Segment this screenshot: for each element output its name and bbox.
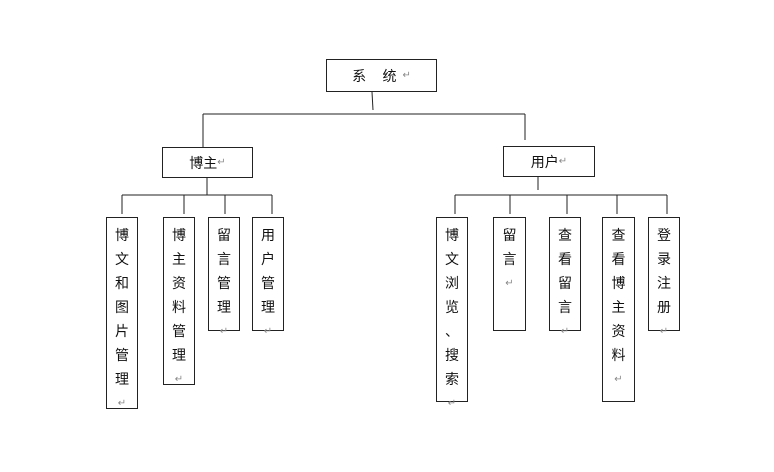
user-management-node: 用 户 管 理 ↵ <box>252 217 284 337</box>
char: 管 <box>217 276 231 292</box>
paragraph-mark-icon: ↵ <box>174 374 184 385</box>
char: 览 <box>445 300 459 316</box>
char: 主 <box>611 300 626 316</box>
char: 博 <box>172 228 186 244</box>
leave-comment-node: 留 言 ↵ <box>493 217 526 331</box>
paragraph-mark-icon: ↵ <box>558 156 568 167</box>
char: 博 <box>611 276 626 292</box>
char: 册 <box>657 300 671 316</box>
char: 索 <box>445 372 459 388</box>
paragraph-mark-icon: ↵ <box>560 326 570 337</box>
system-node: 系 统↵ <box>326 59 437 92</box>
char: 用 <box>261 228 275 244</box>
char: 登 <box>657 228 671 244</box>
char: 管 <box>115 348 129 364</box>
char: 留 <box>558 276 572 292</box>
blogger-label: 博主 <box>189 155 218 172</box>
char: 管 <box>172 324 186 340</box>
char: 查 <box>558 228 572 244</box>
char: 理 <box>261 300 275 316</box>
char: 文 <box>445 252 459 268</box>
paragraph-mark-icon: ↵ <box>614 374 623 385</box>
char: 博 <box>445 228 459 244</box>
char: 图 <box>115 300 129 316</box>
char: 言 <box>217 252 231 268</box>
system-label: 系 统 <box>352 68 403 85</box>
blogger-profile-management-node: 博 主 资 料 管 理 ↵ <box>163 217 195 385</box>
paragraph-mark-icon: ↵ <box>659 326 669 337</box>
char: 留 <box>502 228 517 244</box>
login-register-node: 登 录 注 册 ↵ <box>648 217 680 337</box>
char: 户 <box>261 252 275 268</box>
browse-and-search-posts-node: 博 文 浏 览 、 搜 索 ↵ <box>436 217 468 409</box>
paragraph-mark-icon: ↵ <box>402 70 411 81</box>
char: 理 <box>217 300 231 316</box>
char: 资 <box>172 276 186 292</box>
user-node: 用户↵ <box>503 146 595 177</box>
paragraph-mark-icon: ↵ <box>117 398 127 409</box>
blogger-node: 博主↵ <box>162 147 253 178</box>
char: 主 <box>172 252 186 268</box>
char: 言 <box>558 300 572 316</box>
paragraph-mark-icon: ↵ <box>263 326 273 337</box>
view-blogger-profile-node: 查 看 博 主 资 料 ↵ <box>602 217 635 402</box>
char: 看 <box>558 252 572 268</box>
user-label: 用户 <box>530 154 559 171</box>
char: 看 <box>611 252 626 268</box>
char: 片 <box>115 324 129 340</box>
comment-management-node: 留 言 管 理 ↵ <box>208 217 240 337</box>
post-and-image-management-node: 博 文 和 图 片 管 理 ↵ <box>106 217 138 409</box>
char: 管 <box>261 276 275 292</box>
char: 、 <box>445 324 459 340</box>
char: 料 <box>172 300 186 316</box>
paragraph-mark-icon: ↵ <box>217 157 226 168</box>
paragraph-mark-icon: ↵ <box>219 326 229 337</box>
char: 注 <box>657 276 671 292</box>
char: 言 <box>502 252 517 268</box>
char: 理 <box>115 372 129 388</box>
char: 料 <box>611 348 626 364</box>
char: 资 <box>611 324 626 340</box>
paragraph-mark-icon: ↵ <box>447 398 457 409</box>
char: 博 <box>115 228 129 244</box>
char: 理 <box>172 348 186 364</box>
view-comments-node: 查 看 留 言 ↵ <box>549 217 581 337</box>
char: 文 <box>115 252 129 268</box>
char: 留 <box>217 228 231 244</box>
paragraph-mark-icon: ↵ <box>505 278 514 289</box>
char: 浏 <box>445 276 459 292</box>
char: 和 <box>115 276 129 292</box>
char: 搜 <box>445 348 459 364</box>
char: 查 <box>611 228 626 244</box>
char: 录 <box>657 252 671 268</box>
